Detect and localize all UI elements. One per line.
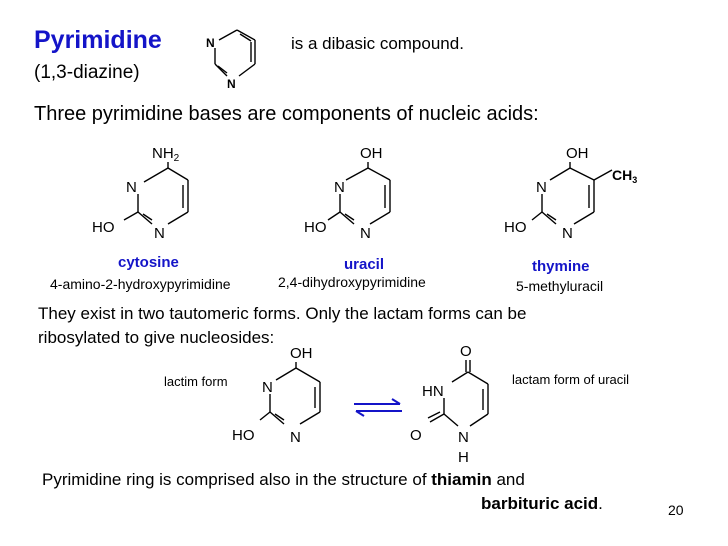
lactim-label: lactim form <box>164 374 228 389</box>
lactam-o2: O <box>410 427 422 444</box>
dibasic-statement: is a dibasic compound. <box>291 34 464 53</box>
cytosine-ho: HO <box>92 219 115 236</box>
page-subtitle: (1,3-diazine) <box>34 62 140 83</box>
bottom-text-line-2: barbituric acid. <box>481 494 603 513</box>
lactam-hn: HN <box>422 383 444 400</box>
thymine-iupac: 5-methyluracil <box>516 278 604 294</box>
pyrimidine-structure: N N <box>206 29 256 91</box>
cytosine-structure: NH2 N HO N <box>92 145 189 242</box>
bottom-text-line: Pyrimidine ring is comprised also in the… <box>42 470 525 489</box>
thymine-structure: OH CH3 N HO N <box>504 145 637 242</box>
thymine-n1: N <box>562 225 573 242</box>
thymine-n3: N <box>536 179 547 196</box>
page-title: Pyrimidine <box>34 26 162 54</box>
uracil-n3: N <box>334 179 345 196</box>
lactim-oh: OH <box>290 345 313 362</box>
uracil-ho: HO <box>304 219 327 236</box>
uracil-label: uracil <box>344 256 385 273</box>
cytosine-n1: N <box>154 225 165 242</box>
equilibrium-arrow <box>354 398 402 417</box>
lactim-n1: N <box>290 429 301 446</box>
lactim-ho: HO <box>232 427 255 444</box>
cytosine-nh2: NH2 <box>152 145 180 164</box>
cytosine-n3: N <box>126 179 137 196</box>
page-number: 20 <box>668 502 684 518</box>
cytosine-label: cytosine <box>118 254 179 271</box>
thiamin-term: thiamin <box>431 470 492 489</box>
intro-line: Three pyrimidine bases are components of… <box>34 103 539 125</box>
tautomer-line-1: They exist in two tautomeric forms. Only… <box>38 304 527 323</box>
lactim-n3: N <box>262 379 273 396</box>
lactam-n1: N <box>458 429 469 446</box>
uracil-iupac: 2,4-dihydroxypyrimidine <box>278 274 426 290</box>
uracil-structure: OH N HO N <box>304 145 391 242</box>
uracil-oh: OH <box>360 145 383 162</box>
lactim-structure: OH N HO N <box>232 345 321 446</box>
tautomer-line-2: ribosylated to give nucleosides: <box>38 328 275 347</box>
uracil-n1: N <box>360 225 371 242</box>
thymine-oh: OH <box>566 145 589 162</box>
tautomer-paragraph: They exist in two tautomeric forms. Only… <box>38 302 526 350</box>
thymine-ho: HO <box>504 219 527 236</box>
ring-n3: N <box>227 77 236 91</box>
thymine-ch3: CH3 <box>612 167 637 185</box>
cytosine-iupac: 4-amino-2-hydroxypyrimidine <box>50 276 231 292</box>
lactam-structure: O HN O N H <box>410 343 489 466</box>
lactam-o4: O <box>460 343 472 360</box>
lactam-label: lactam form of uracil <box>512 372 630 387</box>
thymine-label: thymine <box>532 258 590 275</box>
barbituric-acid-term: barbituric acid <box>481 494 599 513</box>
ring-n1: N <box>206 36 215 50</box>
lactam-h1: H <box>458 449 469 466</box>
